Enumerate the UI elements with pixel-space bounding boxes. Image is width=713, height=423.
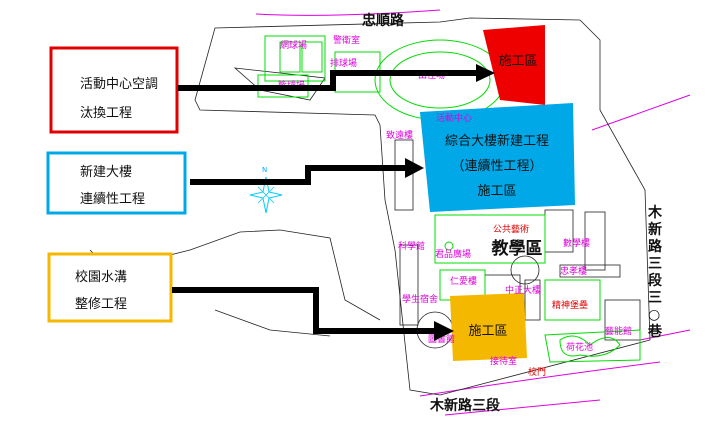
callout-2-line1: 新建大樓 — [80, 164, 132, 180]
blue-zone-subtitle: （連續性工程） — [451, 159, 542, 174]
road-south: 木新路三段 — [429, 397, 500, 414]
label-reception: 接待室 — [490, 355, 517, 367]
arrow-to-orange-zone — [172, 287, 454, 341]
label-renai: 仁愛樓 — [450, 275, 477, 287]
arrow-to-red-zone — [178, 64, 495, 91]
callout-1-line1: 活動中心空調 — [80, 77, 158, 92]
red-zone-label: 施工區 — [498, 54, 537, 69]
label-tennis: 網球場 — [280, 39, 307, 51]
label-lotus: 荷花池 — [566, 341, 593, 353]
callout-2-line2: 連續性工程 — [80, 192, 145, 207]
road-east-char: 三 — [648, 290, 662, 306]
red-construction-zone: 施工區 — [483, 25, 545, 105]
road-east-char: 路 — [648, 238, 663, 255]
label-dorm: 學生宿舍 — [402, 293, 438, 305]
label-art: 公共藝術 — [493, 223, 529, 235]
blue-construction-zone: 綜合大樓新建工程 （連續性工程） 施工區 — [420, 103, 575, 212]
label-yineng: 藝能館 — [605, 325, 632, 337]
label-spirit: 精神堡壘 — [552, 299, 588, 311]
compass-icon: N — [249, 166, 283, 214]
label-science: 科學館 — [398, 240, 425, 252]
label-zhongxiao: 忠孝樓 — [560, 265, 587, 277]
label-plaza: 君品廣場 — [435, 248, 471, 260]
orange-zone-label: 施工區 — [468, 324, 507, 339]
label-activity: 活動中心 — [436, 112, 472, 124]
arrow-to-blue-zone — [190, 158, 424, 185]
blue-zone-title: 綜合大樓新建工程 — [445, 133, 549, 149]
label-guard: 警衛室 — [333, 34, 360, 46]
callout-3-line2: 整修工程 — [75, 297, 127, 312]
road-east-char: ○ — [648, 307, 660, 323]
callout-new-building: 新建大樓 連續性工程 — [46, 151, 187, 215]
compass-north-label: N — [262, 166, 267, 174]
blue-zone-label: 施工區 — [477, 184, 516, 199]
campus-outline — [89, 17, 651, 396]
building-labels: 網球場 警衛室 排球場 籃球場 田徑場 活動中心 致遠樓 公共藝術 科學館 君品… — [278, 34, 632, 378]
road-east-char: 新 — [648, 221, 662, 238]
callout-3-line1: 校園水溝 — [75, 269, 127, 285]
road-east-char: 木 — [647, 204, 663, 221]
road-east-char: 段 — [648, 272, 662, 289]
road-north: 忠順路 — [362, 12, 405, 29]
orange-construction-zone: 施工區 — [450, 293, 527, 361]
callout-ac-replacement: 活動中心空調 汰換工程 — [49, 46, 179, 134]
area-label: 教學區 — [491, 238, 543, 259]
callout-drainage-repair: 校園水溝 整修工程 — [47, 252, 173, 323]
label-zhongzheng: 中正大樓 — [505, 284, 541, 296]
road-east-char: 三 — [648, 256, 662, 272]
label-gate: 校門 — [528, 366, 546, 378]
callout-1-line2: 汰換工程 — [80, 106, 132, 121]
road-east-char: 巷 — [647, 323, 663, 340]
label-volley: 排球場 — [330, 57, 357, 69]
label-math: 數學樓 — [563, 237, 590, 249]
label-zhiyuan: 致遠樓 — [386, 129, 413, 141]
